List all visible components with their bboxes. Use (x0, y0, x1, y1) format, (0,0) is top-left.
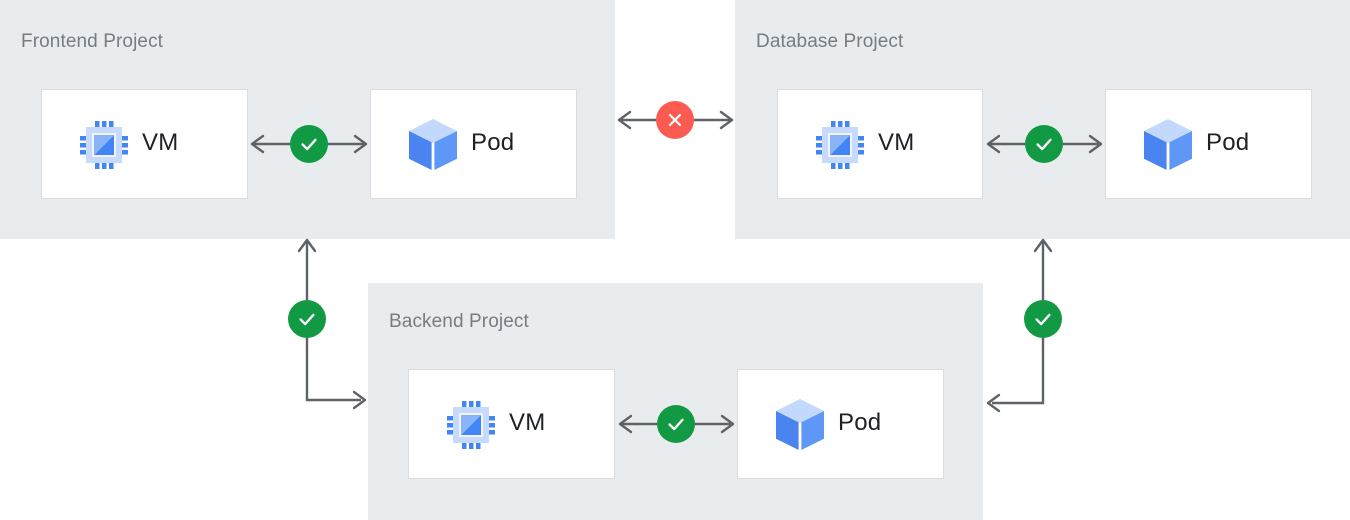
resource-label-backend-vm: VM (509, 409, 546, 436)
check-icon (299, 313, 315, 326)
resource-label-backend-pod: Pod (838, 409, 882, 436)
check-icon (1036, 138, 1052, 151)
resource-card-backend-pod[interactable]: Pod (737, 369, 944, 479)
pod-cube-icon (770, 395, 830, 455)
resource-label-database-pod: Pod (1206, 129, 1250, 156)
pod-cube-icon (1138, 115, 1198, 175)
check-icon (301, 138, 317, 151)
pod-cube-icon (403, 115, 463, 175)
status-badge-backend-internal[interactable] (657, 405, 695, 443)
resource-label-frontend-vm: VM (142, 129, 179, 156)
status-badge-frontend-backend[interactable] (288, 300, 326, 338)
check-icon (1035, 313, 1051, 326)
panel-title-frontend: Frontend Project (21, 31, 164, 52)
resource-card-backend-vm[interactable]: VM (408, 369, 615, 479)
resource-card-frontend-vm[interactable]: VM (41, 89, 248, 199)
resource-card-database-pod[interactable]: Pod (1105, 89, 1312, 199)
vm-chip-icon (810, 115, 870, 175)
resource-card-database-vm[interactable]: VM (777, 89, 983, 199)
status-badge-database-backend[interactable] (1024, 300, 1062, 338)
resource-card-frontend-pod[interactable]: Pod (370, 89, 577, 199)
vm-chip-icon (74, 115, 134, 175)
status-badge-frontend-internal[interactable] (290, 125, 328, 163)
status-badge-database-internal[interactable] (1025, 125, 1063, 163)
check-icon (668, 418, 684, 431)
resource-label-frontend-pod: Pod (471, 129, 515, 156)
vm-chip-icon (441, 395, 501, 455)
status-badge-frontend-database[interactable] (656, 101, 694, 139)
panel-title-database: Database Project (756, 31, 904, 52)
resource-label-database-vm: VM (878, 129, 915, 156)
panel-title-backend: Backend Project (389, 311, 529, 332)
close-icon (668, 113, 682, 127)
